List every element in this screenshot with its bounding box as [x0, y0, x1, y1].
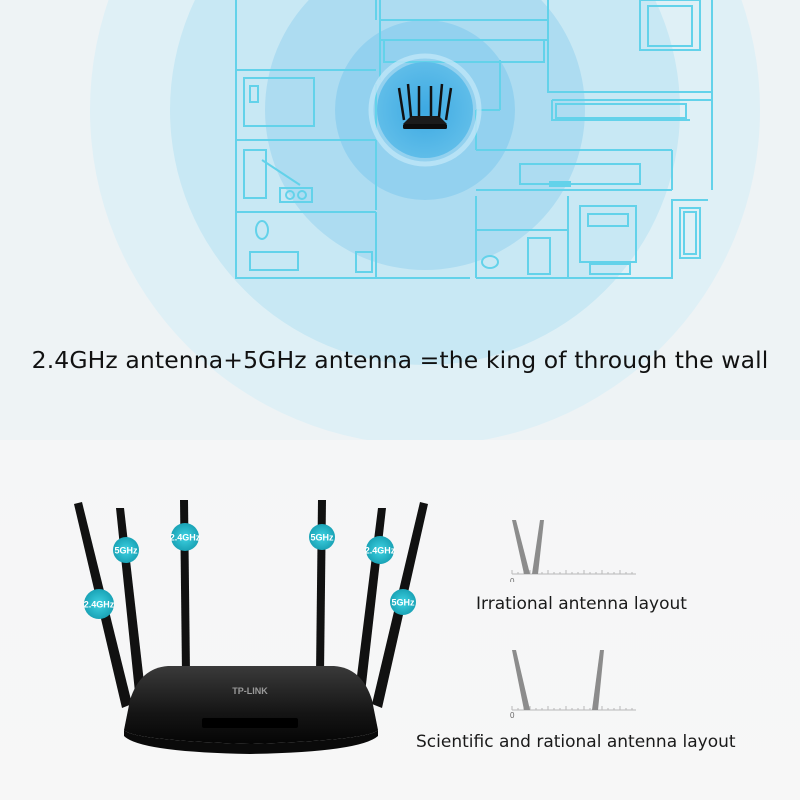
- mini-router-icon: [397, 83, 453, 129]
- antenna-label-2: 5GHz: [113, 537, 139, 563]
- svg-text:0: 0: [510, 577, 515, 582]
- irrational-layout-diagram: 0: [510, 520, 636, 582]
- headline-text: 2.4GHz antenna+5GHz antenna =the king of…: [31, 346, 769, 374]
- antenna-left: [512, 650, 530, 710]
- antenna-label-6: 5GHz: [390, 589, 416, 615]
- router-body: [124, 666, 378, 744]
- scientific-layout-diagram: 0: [510, 650, 636, 718]
- svg-text:5GHz: 5GHz: [114, 546, 138, 556]
- svg-text:2.4GHz: 2.4GHz: [84, 600, 115, 610]
- svg-text:2.4GHz: 2.4GHz: [170, 533, 201, 543]
- router-front-slot: [202, 718, 298, 728]
- antenna-label-3: 2.4GHz: [170, 523, 201, 551]
- router-illustration: TP-LINK 2.4GHz 5GHz 2.4GHz 5GHz 2.4GHz 5…: [74, 500, 428, 754]
- coverage-floorplan-illustration: [90, 0, 760, 440]
- router-brand-logo: TP-LINK: [232, 686, 268, 696]
- antenna-right: [532, 520, 544, 574]
- router-signal-core: [377, 62, 473, 158]
- antenna-label-4: 5GHz: [309, 524, 335, 550]
- svg-text:2.4GHz: 2.4GHz: [365, 546, 396, 556]
- irrational-layout-caption: Irrational antenna layout: [476, 594, 687, 614]
- antenna-label-5: 2.4GHz: [365, 536, 396, 564]
- svg-text:5GHz: 5GHz: [310, 533, 334, 543]
- antenna-left: [512, 520, 530, 574]
- antenna-right: [592, 650, 604, 710]
- antenna-label-1: 2.4GHz: [84, 589, 115, 619]
- scientific-layout-caption: Scientific and rational antenna layout: [416, 732, 736, 752]
- svg-text:5GHz: 5GHz: [391, 598, 415, 608]
- svg-text:0: 0: [510, 711, 515, 718]
